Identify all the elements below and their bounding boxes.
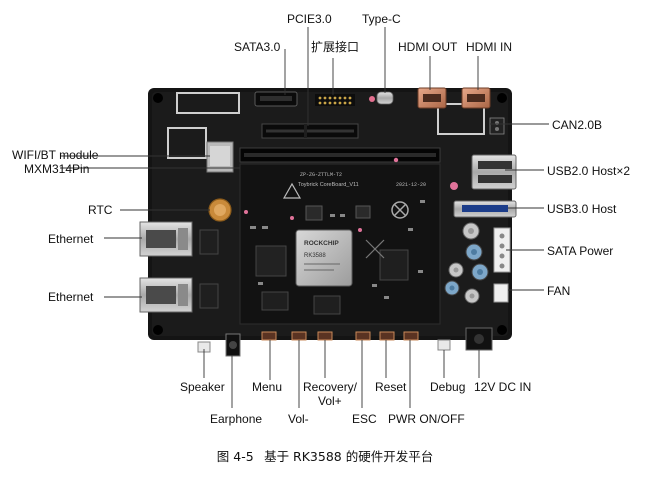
label-hdmi-in: HDMI IN <box>466 40 512 54</box>
label-wifi-bt: WIFI/BT module <box>12 148 99 162</box>
ethernet-transformer <box>199 283 219 309</box>
label-earphone: Earphone <box>210 412 263 426</box>
pink-leds <box>244 157 458 232</box>
label-recovery: Recovery/ <box>303 380 358 394</box>
silk-text-2: Toybrick CoreBoard_V11 <box>298 182 359 188</box>
soc-chip <box>295 229 353 287</box>
figure-number: 图 4-5 <box>216 449 254 464</box>
label-ethernet-2: Ethernet <box>48 290 94 304</box>
label-rtc: RTC <box>88 203 113 217</box>
label-sata-power: SATA Power <box>547 244 614 258</box>
label-speaker: Speaker <box>180 380 225 394</box>
figure-caption-text: 基于 RK3588 的硬件开发平台 <box>264 449 434 464</box>
label-ethernet-1: Ethernet <box>48 232 94 246</box>
fan-header <box>493 283 509 303</box>
silk-outline <box>176 92 240 114</box>
mount-hole <box>497 93 507 103</box>
silk-outline <box>167 127 207 159</box>
can-connector <box>489 117 505 135</box>
memory-chip <box>313 295 341 315</box>
ethernet-transformer <box>199 229 219 255</box>
passive-parts <box>250 200 425 299</box>
capacitors <box>444 222 489 304</box>
leader-lines <box>60 27 549 408</box>
silk-text-1: ZP-ZG-ZTTLM-T2 <box>300 172 342 178</box>
label-reset: Reset <box>375 380 407 394</box>
silk-text-3: 2021-12-20 <box>396 182 426 188</box>
soc-model: RK3588 <box>304 253 326 259</box>
label-debug: Debug <box>430 380 466 394</box>
pmic-chip <box>255 245 287 277</box>
small-chip <box>355 205 371 219</box>
label-pwr: PWR ON/OFF <box>388 412 465 426</box>
mount-hole <box>153 93 163 103</box>
emmc-chip <box>261 291 289 311</box>
ethernet-jack-2 <box>139 277 193 313</box>
label-volminus: Vol- <box>288 412 309 426</box>
label-fan: FAN <box>547 284 571 298</box>
label-pcie: PCIE3.0 <box>287 12 332 26</box>
label-dcin: 12V DC IN <box>474 380 532 394</box>
label-menu: Menu <box>252 380 283 394</box>
label-volplus: Vol+ <box>318 394 342 408</box>
figure-caption: 图 4-5 基于 RK3588 的硬件开发平台 <box>0 446 650 465</box>
mount-hole <box>497 325 507 335</box>
mount-hole <box>153 325 163 335</box>
expansion-pins <box>318 96 352 105</box>
debug-connector <box>437 339 451 351</box>
typec-port <box>376 91 394 105</box>
label-sata30: SATA3.0 <box>234 40 281 54</box>
ethernet-jack-1 <box>139 221 193 257</box>
label-usb20: USB2.0 Host×2 <box>547 164 631 178</box>
label-mxm: MXM314Pin <box>24 162 90 176</box>
memory-chip <box>379 249 409 281</box>
label-can: CAN2.0B <box>552 118 603 132</box>
label-typec: Type-C <box>362 12 401 26</box>
label-esc: ESC <box>352 412 377 426</box>
usb20-port <box>471 154 517 190</box>
silk-outline <box>437 103 485 135</box>
label-hdmi-out: HDMI OUT <box>398 40 458 54</box>
inductor <box>391 201 409 219</box>
crossed-shield <box>365 239 385 259</box>
small-chip <box>305 205 323 221</box>
label-expansion: 扩展接口 <box>311 40 360 54</box>
label-usb30: USB3.0 Host <box>547 202 617 216</box>
soc-brand: ROCKCHIP <box>304 240 339 247</box>
warning-triangle <box>282 182 302 199</box>
